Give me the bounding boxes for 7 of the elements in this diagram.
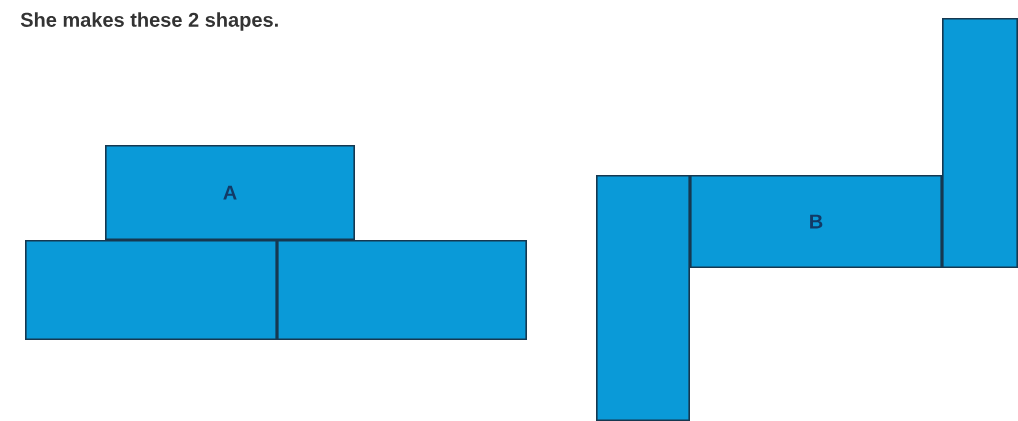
tile bbox=[596, 175, 690, 421]
tile bbox=[25, 240, 277, 340]
labeled-tile: A bbox=[105, 145, 355, 240]
tile bbox=[942, 18, 1018, 268]
heading: She makes these 2 shapes. bbox=[20, 12, 278, 31]
labeled-tile: B bbox=[690, 175, 942, 268]
tile bbox=[277, 240, 527, 340]
